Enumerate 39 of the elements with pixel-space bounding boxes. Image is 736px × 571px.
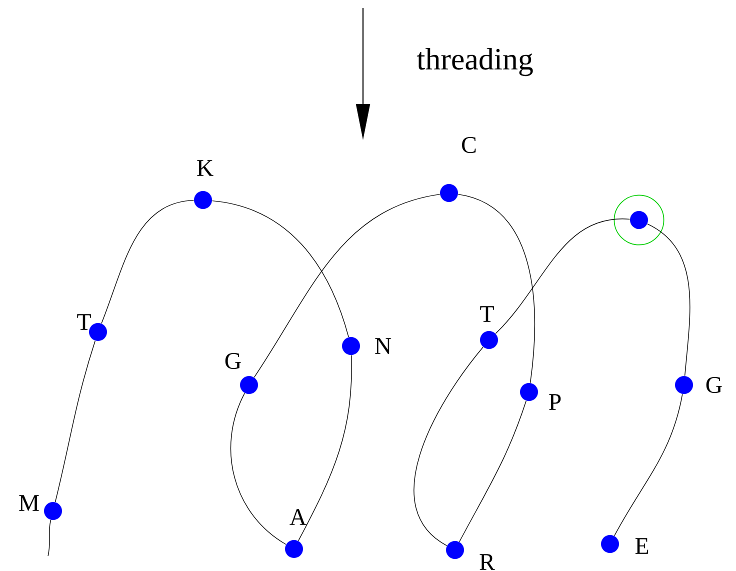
chain-curve xyxy=(230,392,286,545)
residue-letter: N xyxy=(375,338,392,354)
residue-letter: M xyxy=(19,495,39,511)
residue-dot xyxy=(89,323,107,341)
chain-curve xyxy=(54,340,96,502)
residue-dot xyxy=(440,184,458,202)
caption-text: threading xyxy=(416,48,533,76)
residue-dot xyxy=(446,541,464,559)
chain-curve xyxy=(647,224,690,376)
residue-dot xyxy=(675,376,693,394)
chain-curve xyxy=(298,354,352,542)
residue-letter: G xyxy=(225,352,241,370)
residue-letter: T xyxy=(480,306,494,322)
chain-curve xyxy=(458,194,535,384)
residue-letter: C xyxy=(462,136,476,154)
residue-dot xyxy=(480,331,498,349)
chain-curve xyxy=(495,218,630,334)
residue-letter: P xyxy=(549,394,561,410)
chain-curve xyxy=(254,194,440,378)
residue-dot xyxy=(194,191,212,209)
chain-curve xyxy=(48,520,52,556)
residue-dot xyxy=(285,540,303,558)
residue-letter: T xyxy=(77,314,91,330)
chain-curve xyxy=(414,346,484,546)
chain-curve xyxy=(101,200,194,324)
chain-curve xyxy=(614,394,683,536)
chain-curve xyxy=(212,200,349,338)
residue-dot xyxy=(240,376,258,394)
residue-letter: G xyxy=(706,376,722,394)
residue-dot xyxy=(342,337,360,355)
residue-dot xyxy=(630,211,648,229)
residue-dot xyxy=(601,535,619,553)
residue-letter: E xyxy=(635,538,648,554)
residue-dot xyxy=(520,383,538,401)
residue-letter: A xyxy=(290,509,306,525)
residue-letter: R xyxy=(480,554,495,570)
residue-dot xyxy=(44,502,62,520)
residue-letter: K xyxy=(197,160,214,176)
chain-curve xyxy=(459,400,526,542)
